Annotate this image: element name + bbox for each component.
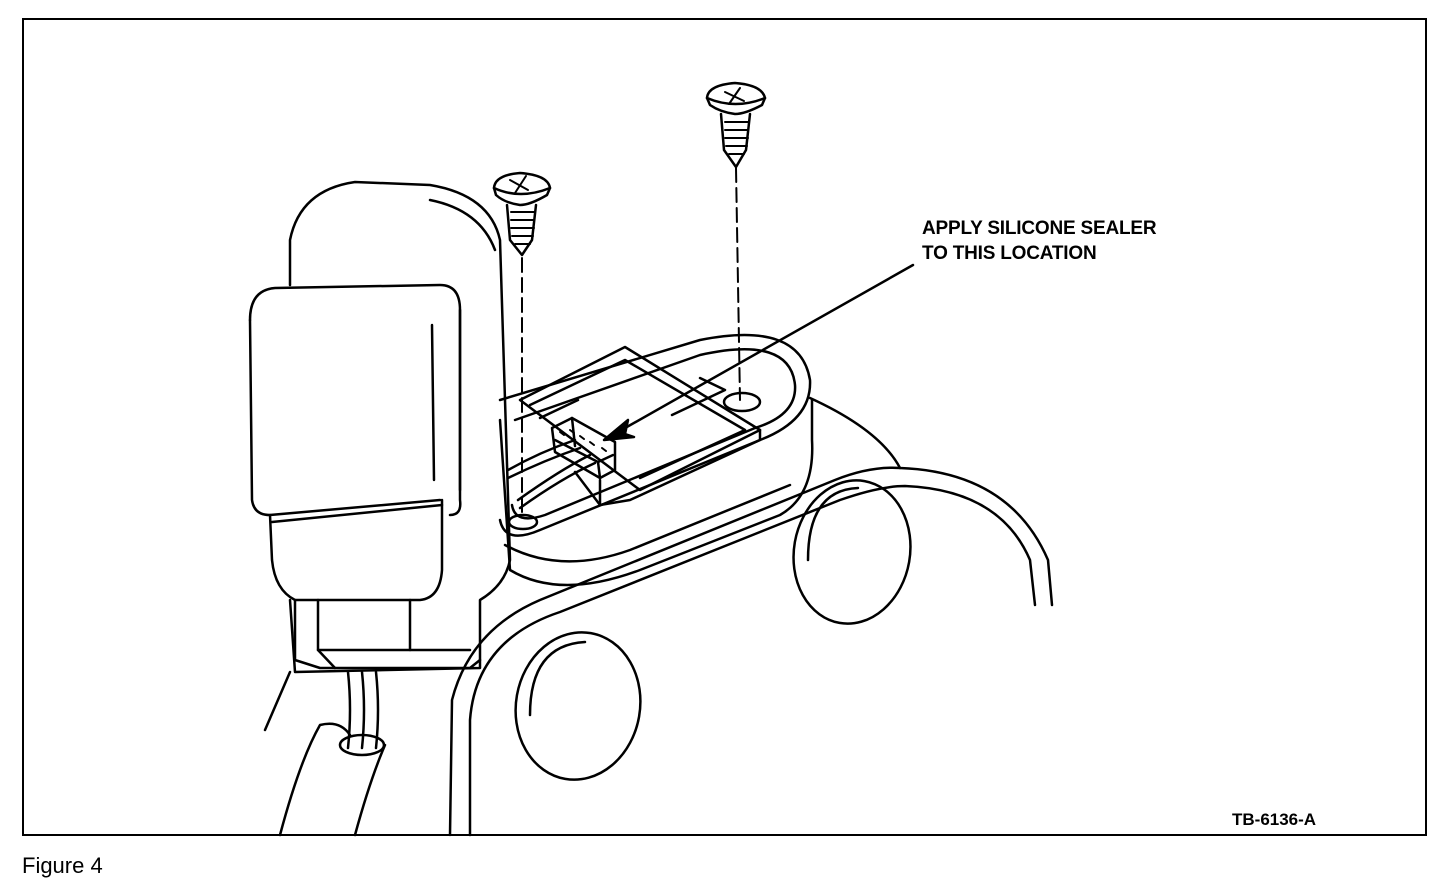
sensor-housing [248,180,512,732]
callout-line-2: TO THIS LOCATION [922,243,1097,264]
figure-frame [22,18,1427,836]
mounting-screw-left [492,171,552,257]
callout-line-1: APPLY SILICONE SEALER [922,218,1157,239]
electrical-connector [550,416,617,480]
sealer-callout-text: APPLY SILICONE SEALER TO THIS LOCATION [922,216,1157,266]
screw-alignment-lines [521,167,741,519]
figure-reference-id: TB-6136-A [1232,810,1317,829]
wiring-harness [278,670,387,837]
figure-caption: Figure 4 [22,853,103,878]
manifold-housing [448,396,1054,837]
manifold-port-lower [514,631,642,781]
mounting-screw-right [705,81,767,169]
manifold-port-upper [792,479,912,625]
callout-leader-arrow [602,263,915,442]
